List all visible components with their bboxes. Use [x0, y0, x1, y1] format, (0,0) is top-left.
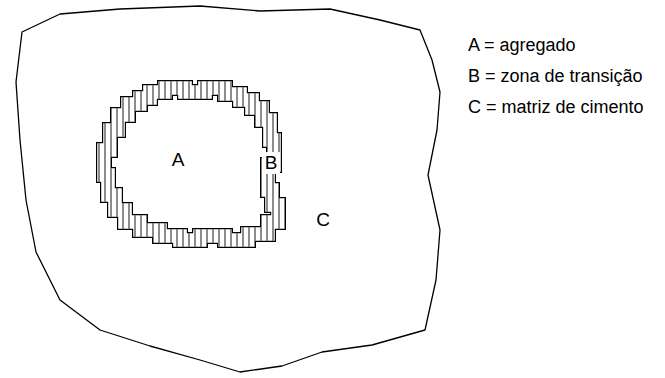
shape-outline: [0, 0, 452, 378]
cement-matrix-region: CBA: [0, 0, 452, 378]
legend-line: C = matriz de cimento: [468, 97, 644, 118]
region-letter: B: [262, 152, 281, 174]
aggregate-region: A: [112, 96, 270, 232]
region-letter: C: [313, 209, 333, 231]
transition-zone-band: BA: [88, 76, 298, 256]
region-letter: A: [169, 149, 188, 171]
legend-line: B = zona de transição: [468, 66, 643, 87]
legend-line: A = agregado: [468, 35, 576, 56]
